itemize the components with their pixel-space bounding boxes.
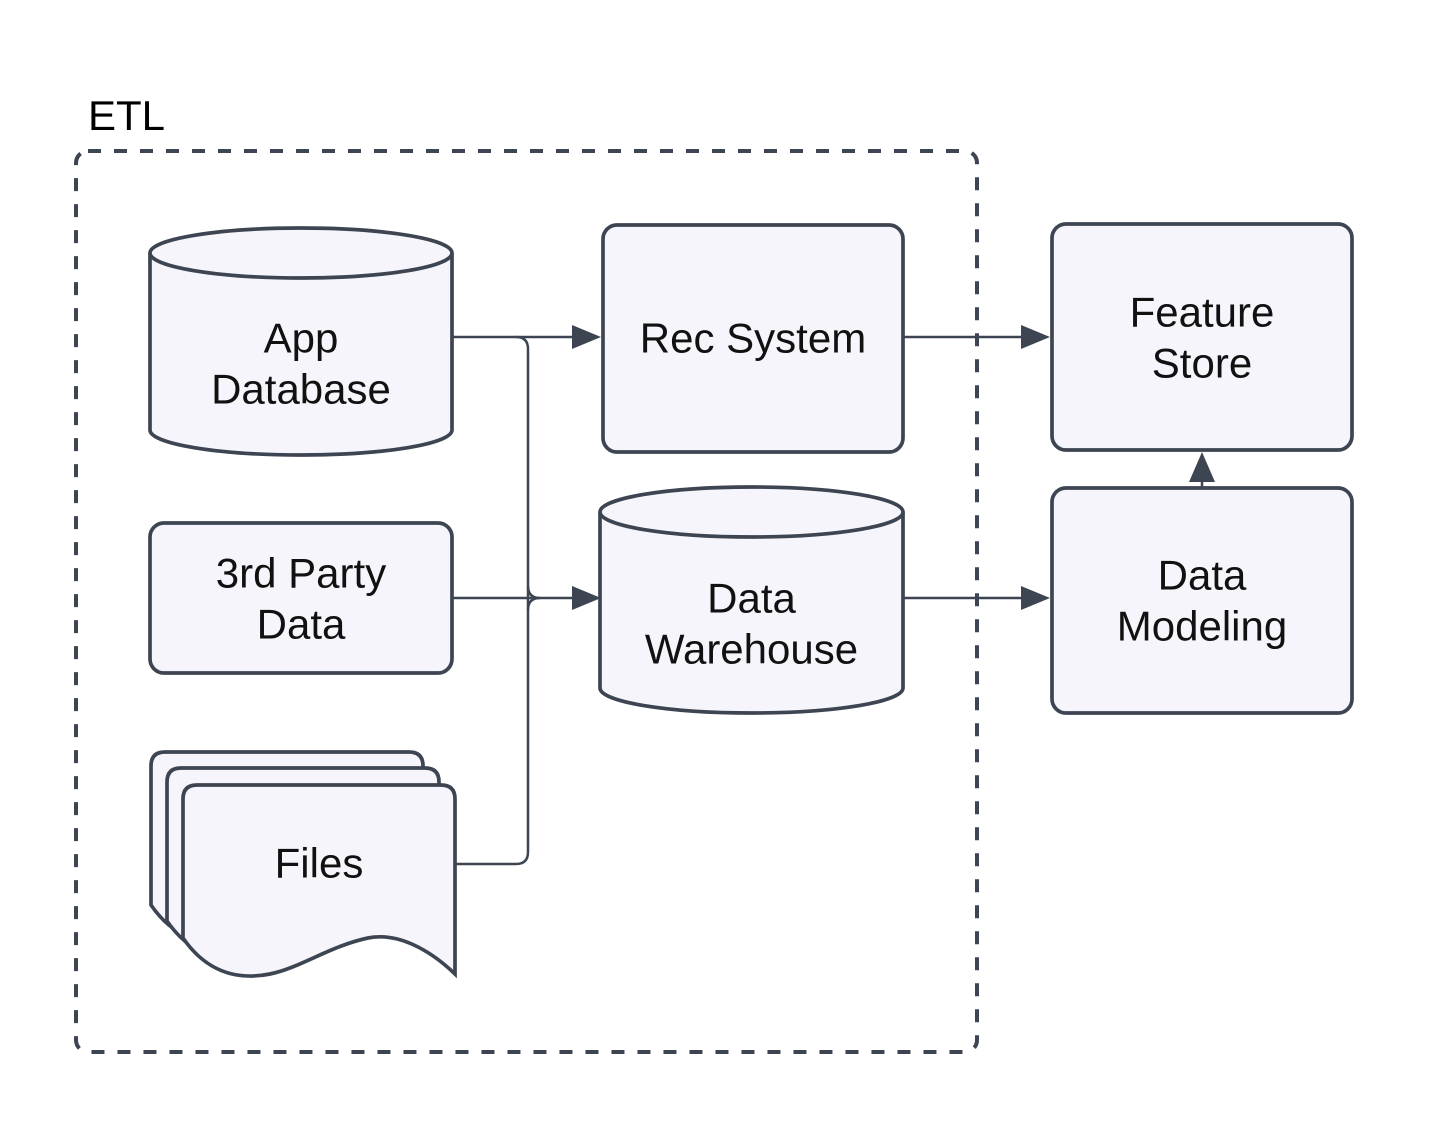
arrowhead-into-rec-system-icon — [572, 325, 601, 349]
app-database-label-line1: App — [264, 315, 339, 362]
edge-rail-fillet-bottom — [526, 596, 541, 611]
etl-group-label: ETL — [88, 92, 165, 139]
etl-group-border — [74, 149, 979, 1054]
arrowhead-into-data-warehouse-icon — [572, 586, 601, 610]
rec-system-label: Rec System — [640, 315, 866, 362]
data-modeling-label-line1: Data — [1158, 552, 1247, 599]
data-modeling-box — [1050, 486, 1354, 715]
arrowhead-into-data-modeling-icon — [1021, 586, 1050, 610]
app-database-cylinder-top — [148, 226, 454, 280]
node-rec-system: Rec System — [601, 223, 905, 454]
data-warehouse-cylinder-body — [598, 512, 905, 715]
node-app-database: App Database — [148, 226, 454, 457]
feature-store-label-line2: Store — [1152, 340, 1252, 387]
rec-system-box — [601, 223, 905, 454]
node-feature-store: Feature Store — [1050, 222, 1354, 452]
edges-layer — [452, 325, 1215, 866]
third-party-data-box — [148, 521, 454, 675]
edge-merge-rail — [455, 335, 530, 866]
feature-store-label-line1: Feature — [1130, 289, 1275, 336]
data-warehouse-label-line1: Data — [707, 575, 796, 622]
node-third-party-data: 3rd Party Data — [148, 521, 454, 675]
files-document-front — [181, 783, 457, 979]
data-modeling-label-line2: Modeling — [1117, 603, 1287, 650]
arrowhead-into-feature-store-icon — [1021, 325, 1050, 349]
third-party-data-label-line2: Data — [257, 601, 346, 648]
data-warehouse-cylinder-top — [598, 485, 905, 539]
arrowhead-up-into-feature-store-icon — [1189, 452, 1215, 482]
app-database-cylinder-body — [148, 253, 454, 457]
node-data-modeling: Data Modeling — [1050, 486, 1354, 715]
node-data-warehouse: Data Warehouse — [598, 485, 905, 715]
edge-rail-fillet-top — [526, 585, 541, 600]
app-database-label-line2: Database — [211, 366, 391, 413]
files-label: Files — [275, 840, 364, 887]
node-files: Files — [149, 750, 457, 979]
data-warehouse-label-line2: Warehouse — [645, 626, 858, 673]
feature-store-box — [1050, 222, 1354, 452]
third-party-data-label-line1: 3rd Party — [216, 550, 386, 597]
